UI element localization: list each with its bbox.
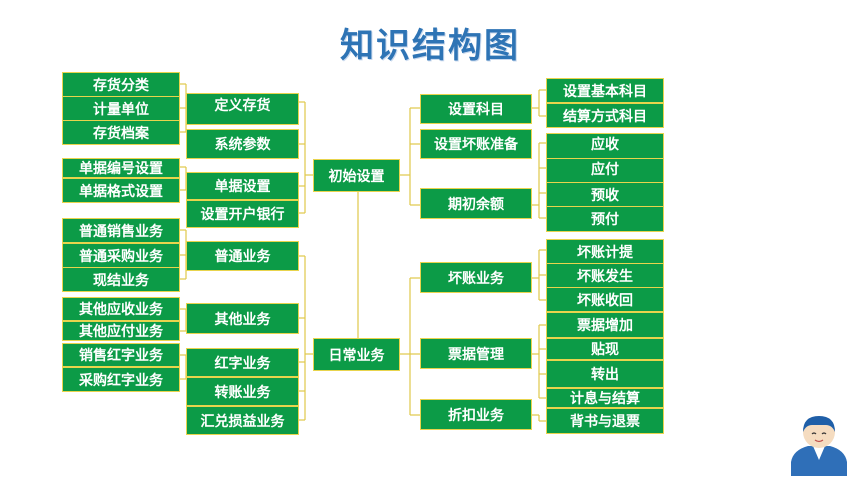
node-stock-class: 存货分类 — [62, 72, 180, 97]
node-cash-settle: 现结业务 — [62, 267, 180, 292]
node-discount: 贴现 — [546, 338, 664, 360]
node-stock-file: 存货档案 — [62, 120, 180, 145]
node-transfer-out: 转出 — [546, 360, 664, 388]
node-normal-biz: 普通业务 — [186, 241, 299, 271]
node-other-pay: 其他应付业务 — [62, 321, 180, 341]
diagram-title: 知识结构图 — [340, 26, 520, 66]
node-unit: 计量单位 — [62, 96, 180, 121]
node-doc-setup: 单据设置 — [186, 172, 299, 200]
node-purchase-red: 采购红字业务 — [62, 367, 180, 392]
node-doc-format: 单据格式设置 — [62, 178, 180, 203]
node-advance-pay: 预付 — [546, 206, 664, 232]
node-bill-add: 票据增加 — [546, 312, 664, 338]
mascot-icon — [791, 416, 847, 476]
node-other-biz: 其他业务 — [186, 303, 299, 334]
node-interest-settle: 计息与结算 — [546, 388, 664, 408]
node-doc-no: 单据编号设置 — [62, 158, 180, 178]
node-bad-debt-recover: 坏账收回 — [546, 287, 664, 312]
node-daily-biz: 日常业务 — [313, 338, 400, 371]
node-bad-debt-prep: 设置坏账准备 — [420, 129, 532, 159]
node-basic-subject: 设置基本科目 — [546, 78, 664, 103]
node-define-stock: 定义存货 — [186, 93, 299, 125]
node-normal-purchase: 普通采购业务 — [62, 243, 180, 268]
node-receivable: 应收 — [546, 133, 664, 160]
node-init-setup: 初始设置 — [313, 159, 400, 192]
node-normal-sales: 普通销售业务 — [62, 218, 180, 243]
node-bad-debt-occur: 坏账发生 — [546, 263, 664, 288]
node-sys-params: 系统参数 — [186, 129, 299, 159]
node-settle-subject: 结算方式科目 — [546, 103, 664, 128]
node-bad-debt-accrue: 坏账计提 — [546, 239, 664, 264]
node-advance-recv: 预收 — [546, 182, 664, 207]
node-bad-debt-biz: 坏账业务 — [420, 262, 532, 293]
node-other-recv: 其他应收业务 — [62, 297, 180, 321]
node-open-bank: 设置开户银行 — [186, 200, 299, 228]
node-opening-balance: 期初余额 — [420, 188, 532, 219]
node-transfer-biz: 转账业务 — [186, 377, 299, 406]
node-fx-biz: 汇兑损益业务 — [186, 406, 299, 435]
node-sales-red: 销售红字业务 — [62, 343, 180, 367]
node-discount-biz: 折扣业务 — [420, 399, 532, 430]
node-bill-mgmt: 票据管理 — [420, 338, 532, 369]
node-endorse-return: 背书与退票 — [546, 408, 664, 434]
node-payable: 应付 — [546, 158, 664, 184]
node-red-biz: 红字业务 — [186, 348, 299, 377]
node-set-subject: 设置科目 — [420, 94, 532, 124]
